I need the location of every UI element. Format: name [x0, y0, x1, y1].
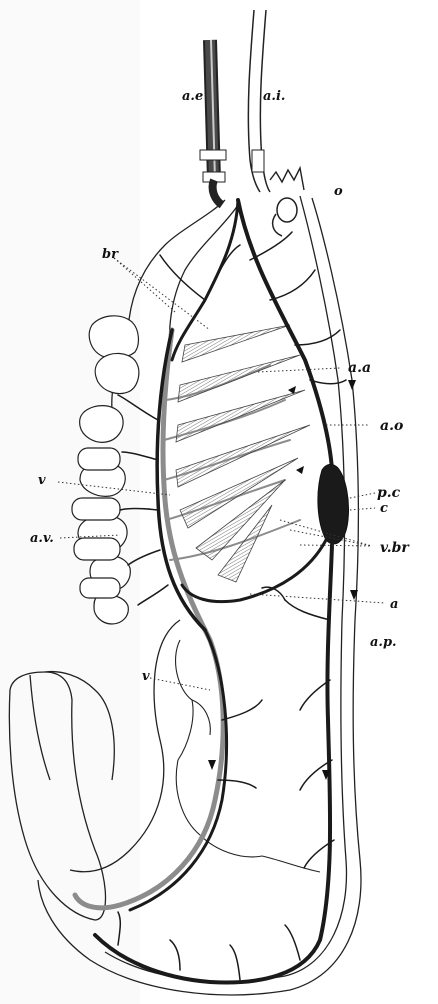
label-aa: a.a	[348, 360, 371, 376]
label-vbr: v.br	[380, 540, 410, 556]
top-tubes	[200, 10, 304, 236]
label-av: a.v.	[30, 531, 54, 546]
label-c: c	[380, 501, 388, 516]
label-a: a	[390, 597, 398, 612]
background-print-texture	[0, 0, 140, 1004]
label-v-lower: v	[142, 669, 150, 684]
label-o: o	[334, 184, 343, 199]
lower-segment-lobes	[176, 640, 320, 872]
label-pc: p.c	[377, 485, 401, 501]
label-ap: a.p.	[370, 635, 397, 650]
branchiae-gills	[176, 325, 310, 582]
label-v-upper: v	[38, 473, 46, 488]
label-ai: a.i.	[263, 89, 285, 104]
label-ae: a.e	[182, 89, 203, 104]
label-ao: a.o	[380, 418, 403, 434]
label-br: br	[102, 247, 119, 262]
